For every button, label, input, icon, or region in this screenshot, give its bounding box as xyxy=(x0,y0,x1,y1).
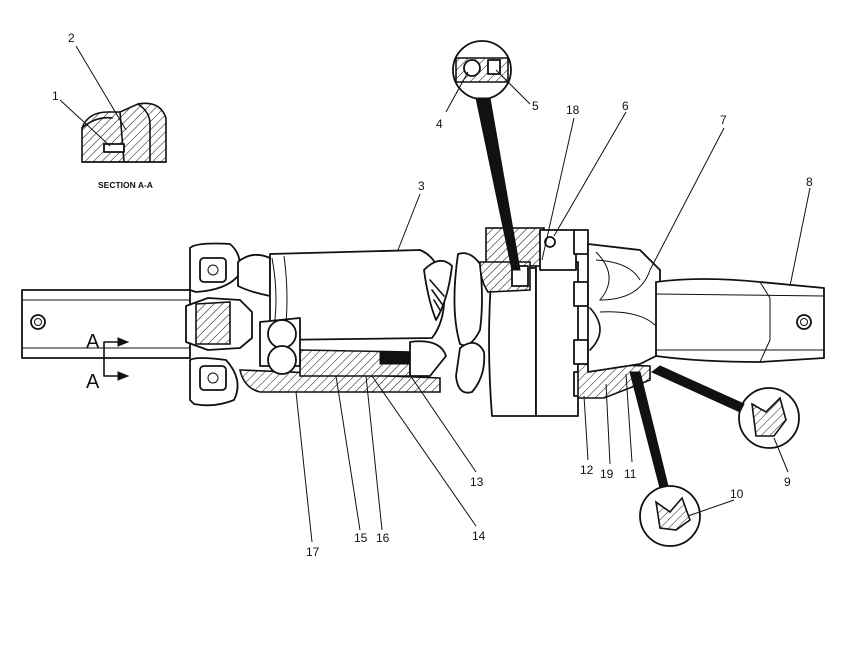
callout-numbers: 1 2 3 4 5 6 7 8 9 10 11 12 13 14 15 16 1… xyxy=(52,31,813,559)
callout-5: 5 xyxy=(532,99,539,113)
callout-1: 1 xyxy=(52,89,59,103)
callout-11: 11 xyxy=(624,467,637,481)
detail-bubble-wiper xyxy=(651,365,800,449)
callout-16: 16 xyxy=(376,531,390,545)
callout-8: 8 xyxy=(806,175,813,189)
view-marker-a-top: A xyxy=(86,331,100,353)
section-break xyxy=(453,252,486,394)
head-end-block xyxy=(185,242,271,407)
detail-bubble-seal xyxy=(452,40,521,271)
callout-6: 6 xyxy=(622,99,629,113)
piston-gland xyxy=(479,227,651,417)
view-marker-a-bottom: A xyxy=(86,371,100,393)
callout-19: 19 xyxy=(600,467,614,481)
callout-14: 14 xyxy=(472,529,486,543)
callout-7: 7 xyxy=(720,113,727,127)
callout-3: 3 xyxy=(418,179,425,193)
callout-2: 2 xyxy=(68,31,75,45)
callout-18: 18 xyxy=(566,103,580,117)
callout-13: 13 xyxy=(470,475,484,489)
rod-guide-cone xyxy=(587,243,661,373)
leader-lines xyxy=(59,45,811,543)
callout-10: 10 xyxy=(730,487,744,501)
detail-bubble-ring xyxy=(629,371,701,547)
section-a-a-label: SECTION A-A xyxy=(98,180,153,190)
callout-9: 9 xyxy=(784,475,791,489)
view-marker-a: A A xyxy=(86,331,130,393)
callout-17: 17 xyxy=(306,545,320,559)
section-a-a-view: SECTION A-A xyxy=(81,102,167,190)
callout-12: 12 xyxy=(580,463,594,477)
callout-4: 4 xyxy=(436,117,443,131)
callout-15: 15 xyxy=(354,531,368,545)
cylinder-barrel xyxy=(238,249,453,393)
rod-end-eye-left xyxy=(21,289,191,359)
rod-end-eye-right xyxy=(655,278,825,363)
